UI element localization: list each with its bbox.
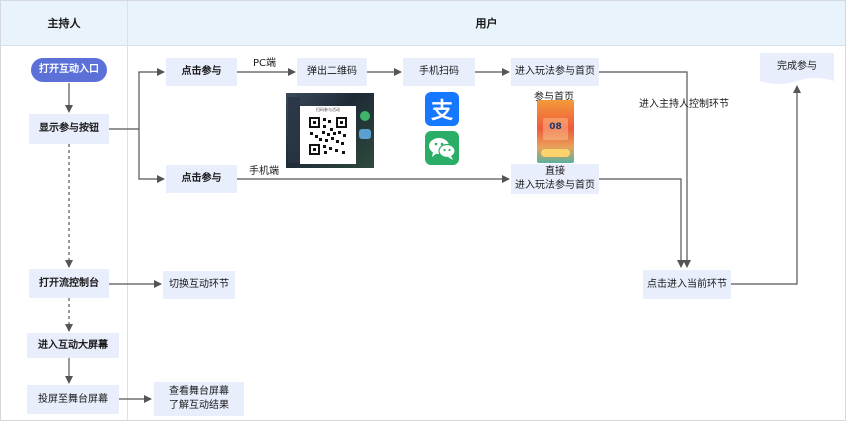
node-click-join-mobile: 点击参与: [166, 165, 237, 193]
node-enter-home-direct-line1: 直接: [545, 166, 565, 177]
edge-branch-to-mobile: [138, 129, 165, 183]
node-show-button: 显示参与按钮: [29, 114, 109, 144]
node-enter-home-pc-text: 进入玩法参与首页: [515, 66, 595, 77]
wechat-icon: [425, 131, 459, 165]
node-enter-current-text: 点击进入当前环节: [647, 278, 727, 290]
node-open-console: 打开流控制台: [29, 269, 109, 298]
mobile-home-digits: 08: [549, 122, 562, 132]
lane-header-user: 用户: [128, 1, 845, 46]
node-view-screen: 查看舞台屏幕 了解互动结果: [154, 382, 244, 416]
edge-label-home-page: 参与首页: [534, 92, 574, 103]
node-switch-stage: 切换互动环节: [163, 271, 235, 299]
lane-user-title: 用户: [475, 17, 498, 30]
qr-code-card: 扫码参与活动: [300, 106, 356, 164]
node-complete-shape: [760, 53, 834, 84]
alipay-glyph: 支: [430, 99, 453, 124]
node-phone-scan: 手机扫码: [403, 58, 475, 86]
node-enter-home-pc: 进入玩法参与首页: [511, 58, 599, 86]
edge-current-to-complete: [731, 85, 801, 285]
node-enter-current: 点击进入当前环节: [643, 270, 731, 299]
node-click-join-pc: 点击参与: [166, 58, 237, 86]
node-popup-qr: 弹出二维码: [297, 58, 367, 86]
node-open-console-text: 打开流控制台: [39, 277, 99, 289]
node-view-screen-line2: 了解互动结果: [169, 400, 229, 411]
lane-divider: [127, 1, 128, 420]
node-show-button-text: 显示参与按钮: [39, 123, 99, 134]
lane-header-host: 主持人: [1, 1, 127, 46]
edge-home-direct-to-current: [599, 178, 685, 268]
qr-code-icon: [308, 116, 348, 156]
node-enter-screen: 进入互动大屏幕: [27, 333, 119, 358]
edge-home-pc-to-current: [599, 71, 691, 268]
mobile-home-screenshot-image: 08: [537, 100, 574, 163]
node-popup-qr-text: 弹出二维码: [307, 66, 357, 77]
edge-label-pc: PC端: [253, 58, 277, 69]
node-enter-home-direct: 直接 进入玩法参与首页: [511, 164, 599, 194]
node-click-join-mobile-text: 点击参与: [181, 173, 222, 184]
edge-label-mobile: 手机端: [249, 166, 279, 177]
node-click-join-pc-text: 点击参与: [181, 66, 222, 77]
node-view-screen-line1: 查看舞台屏幕: [169, 386, 229, 397]
node-enter-screen-text: 进入互动大屏幕: [38, 339, 108, 351]
node-open-entry: 打开互动入口: [31, 58, 107, 82]
node-open-entry-text: 打开互动入口: [39, 64, 99, 75]
node-complete-text: 完成参与: [777, 61, 817, 72]
node-complete: 完成参与: [760, 53, 834, 81]
alipay-icon: 支: [425, 92, 459, 126]
qr-card-title: 扫码参与活动: [316, 107, 340, 112]
node-phone-scan-text: 手机扫码: [419, 66, 459, 77]
lane-host-title: 主持人: [47, 17, 81, 30]
node-cast-screen: 投屏至舞台屏幕: [27, 385, 119, 414]
node-enter-home-direct-line2: 进入玩法参与首页: [515, 180, 595, 191]
node-cast-screen-text: 投屏至舞台屏幕: [38, 393, 108, 405]
node-switch-stage-text: 切换互动环节: [169, 279, 229, 290]
edge-label-host-control: 进入主持人控制环节: [639, 99, 729, 110]
edge-branch-to-pc: [138, 68, 165, 129]
